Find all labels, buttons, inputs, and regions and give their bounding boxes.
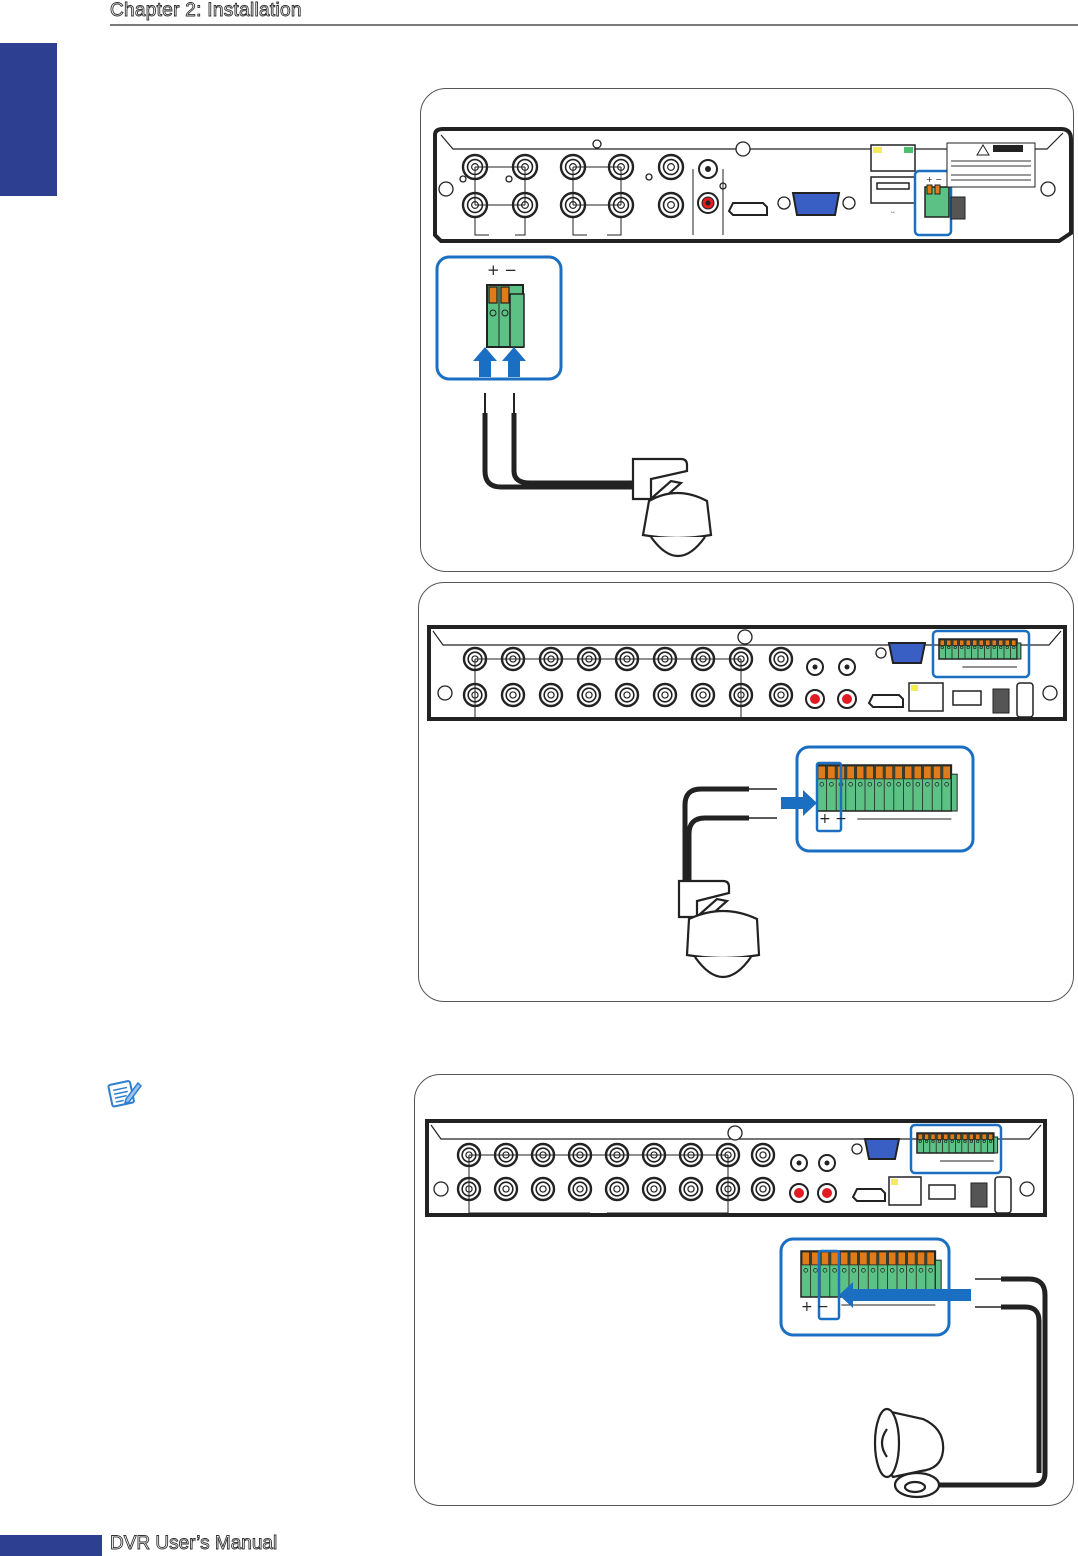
- bnc-connector: [540, 684, 562, 706]
- bnc-connector: [680, 1178, 702, 1200]
- siren-icon: [875, 1409, 943, 1497]
- lan-port: [889, 1177, 921, 1205]
- lan-port: [871, 145, 915, 171]
- audio-rca-in: [698, 193, 718, 213]
- svg-text:↔: ↔: [890, 209, 896, 215]
- chapter-title: Chapter 2: Installation: [110, 0, 302, 22]
- manual-title: DVR User’s Manual: [110, 1533, 277, 1555]
- figure-panel-alarm-16ch: + −: [414, 1074, 1074, 1506]
- bnc-connector: [578, 684, 600, 706]
- bnc-connector: [569, 1178, 591, 1200]
- ptz-dome-camera-icon: [633, 459, 711, 556]
- dc-power-jack: [993, 689, 1009, 713]
- caution-label: [947, 143, 1035, 187]
- camera-cable: [485, 393, 637, 487]
- lan-port: [909, 683, 943, 711]
- camera-cable: [685, 789, 777, 885]
- bnc-connector: [659, 155, 683, 179]
- svg-text:+ −: + −: [819, 811, 847, 827]
- note-pencil-icon: [104, 1077, 144, 1109]
- ptz-dome-camera-icon: [679, 881, 759, 977]
- figure-panel-ptz-16ch: + −: [418, 582, 1074, 1002]
- power-switch: [1017, 683, 1033, 717]
- svg-text:+ −: + −: [801, 1299, 829, 1315]
- bnc-connector: [752, 1178, 774, 1200]
- usb-port: [929, 1185, 955, 1199]
- section-tab: [0, 43, 57, 196]
- terminal-callout: + −: [437, 257, 561, 379]
- bnc-connector: [495, 1178, 517, 1200]
- footer-bar: [0, 1535, 102, 1556]
- bnc-connector: [502, 684, 524, 706]
- svg-text:+ −: + −: [926, 175, 942, 184]
- power-switch: [995, 1177, 1011, 1213]
- bnc-connector: [692, 684, 714, 706]
- dc-power-jack: [971, 1183, 987, 1207]
- bnc-connector: [616, 684, 638, 706]
- dc-power-jack: [951, 197, 965, 219]
- ptz-4ch-diagram: ↔ + − + −: [421, 89, 1075, 573]
- hdmi-port: [853, 1189, 885, 1201]
- bnc-connector: [770, 684, 792, 706]
- usb-port: [953, 691, 981, 705]
- hdmi-port: [729, 203, 767, 215]
- bnc-connector: [606, 1178, 628, 1200]
- bnc-connector: [643, 1178, 665, 1200]
- bnc-connector: [770, 648, 792, 670]
- figure-panel-ptz-4ch: ↔ + − + −: [420, 88, 1074, 572]
- ptz-16ch-diagram: + −: [419, 583, 1075, 1003]
- alarm-16ch-diagram: + −: [415, 1075, 1075, 1507]
- bnc-connector: [752, 1144, 774, 1166]
- bnc-connector: [532, 1178, 554, 1200]
- hdmi-port: [869, 695, 903, 707]
- header-rule: [110, 24, 1078, 26]
- audio-rca-out: [699, 160, 717, 178]
- terminal-plus-minus-label: + −: [487, 261, 517, 279]
- bnc-connector: [654, 684, 676, 706]
- bnc-connector: [659, 193, 683, 217]
